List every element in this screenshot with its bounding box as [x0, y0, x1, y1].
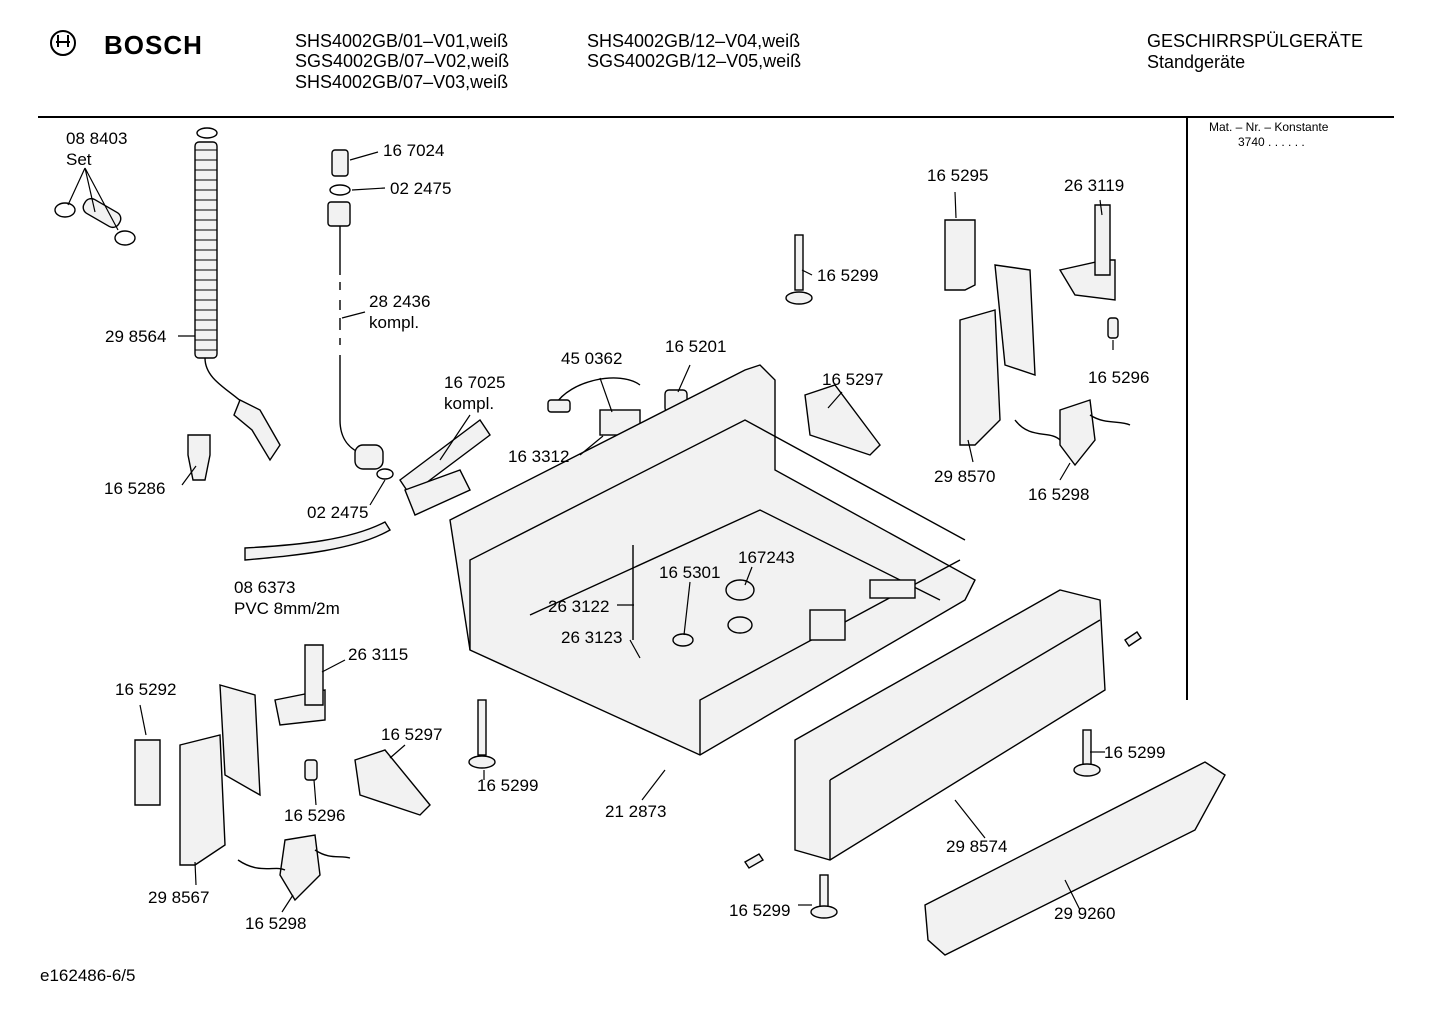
header-divider	[38, 116, 1394, 118]
part-label-022475-bottom: 02 2475	[307, 503, 369, 522]
part-label-298567: 29 8567	[148, 888, 210, 907]
part-label-263123: 26 3123	[561, 628, 623, 647]
spring-left-part	[354, 749, 431, 816]
model-line-4: SHS4002GB/12–V04,weiß	[587, 31, 801, 51]
part-label-163312: 16 3312	[508, 447, 570, 466]
left-hinge-assembly-part	[134, 644, 351, 902]
part-label-165295: 16 5295	[927, 166, 989, 185]
model-line-2: SGS4002GB/07–V02,weiß	[295, 51, 510, 71]
pvc-hose-part	[244, 521, 391, 561]
part-label-165299-right: 16 5299	[1104, 743, 1166, 762]
part-label-167024: 16 7024	[383, 141, 445, 160]
part-label-282436-kompl: kompl.	[369, 313, 420, 332]
part-label-165299-top: 16 5299	[817, 266, 879, 285]
part-label-298570: 29 8570	[934, 467, 996, 486]
appliance-category: GESCHIRRSPÜLGERÄTE	[1147, 31, 1364, 51]
drain-hose-part	[194, 127, 281, 462]
model-line-3: SHS4002GB/07–V03,weiß	[295, 72, 509, 92]
part-label-088403-set: Set	[66, 150, 92, 169]
part-label-299260: 29 9260	[1054, 904, 1116, 923]
part-label-165299-bottom: 16 5299	[729, 901, 791, 920]
right-hinge-assembly-part	[944, 204, 1131, 467]
part-label-450362: 45 0362	[561, 349, 623, 368]
part-label-165296-right: 16 5296	[1088, 368, 1150, 387]
drawing-id: e162486-6/5	[40, 966, 136, 985]
model-line-5: SGS4002GB/12–V05,weiß	[587, 51, 802, 71]
part-label-167025: 16 7025	[444, 373, 506, 392]
part-label-298564: 29 8564	[105, 327, 167, 346]
part-label-165297-top: 16 5297	[822, 370, 884, 389]
adjustable-foot-mid-part	[468, 699, 496, 769]
appliance-subcategory: Standgeräte	[1147, 52, 1246, 72]
part-label-165298-left: 16 5298	[245, 914, 307, 933]
part-label-167025-kompl: kompl.	[444, 394, 495, 413]
part-label-263119: 26 3119	[1064, 176, 1125, 195]
part-label-086373: 08 6373	[234, 578, 296, 597]
model-line-1: SHS4002GB/01–V01,weiß	[295, 31, 509, 51]
part-label-165297-left: 16 5297	[381, 725, 443, 744]
part-label-165292: 16 5292	[115, 680, 177, 699]
side-box-divider	[1186, 116, 1188, 700]
part-label-165286: 16 5286	[104, 479, 166, 498]
leader-lines	[67, 151, 1114, 913]
base-tub-part	[449, 364, 976, 756]
screw-right-part	[1124, 631, 1142, 647]
part-label-086373-desc: PVC 8mm/2m	[234, 599, 340, 618]
inlet-hose-part	[327, 149, 394, 480]
part-label-167243: 167243	[738, 548, 795, 567]
constant-label: Mat. – Nr. – Konstante	[1209, 120, 1329, 134]
front-plinth-part	[794, 589, 1106, 861]
part-label-165299-mid: 16 5299	[477, 776, 539, 795]
spring-top-part	[804, 384, 881, 456]
part-label-165201: 16 5201	[665, 337, 727, 356]
part-label-298574: 29 8574	[946, 837, 1008, 856]
constant-value: 3740 . . . . . .	[1238, 135, 1305, 149]
adjustable-foot-top-part	[785, 234, 813, 305]
adjustable-foot-right-part	[1073, 729, 1101, 777]
bosch-logo-icon	[50, 30, 76, 56]
part-label-165301: 16 5301	[659, 563, 721, 582]
adjustable-foot-bottom-part	[810, 874, 838, 919]
part-label-263115: 26 3115	[348, 645, 409, 664]
part-label-165296-left: 16 5296	[284, 806, 346, 825]
screw-bottom-part	[744, 853, 764, 869]
plinth-cover-part	[924, 761, 1226, 956]
part-label-263122: 26 3122	[548, 597, 610, 616]
inlet-valve-part	[399, 418, 491, 516]
part-label-022475-top: 02 2475	[390, 179, 452, 198]
part-label-212873: 21 2873	[605, 802, 667, 821]
part-label-088403: 08 8403	[66, 129, 128, 148]
part-label-282436: 28 2436	[369, 292, 431, 311]
part-label-165298-right: 16 5298	[1028, 485, 1090, 504]
brand-name: BOSCH	[104, 30, 203, 60]
hose-clamp-set-part	[54, 197, 136, 246]
